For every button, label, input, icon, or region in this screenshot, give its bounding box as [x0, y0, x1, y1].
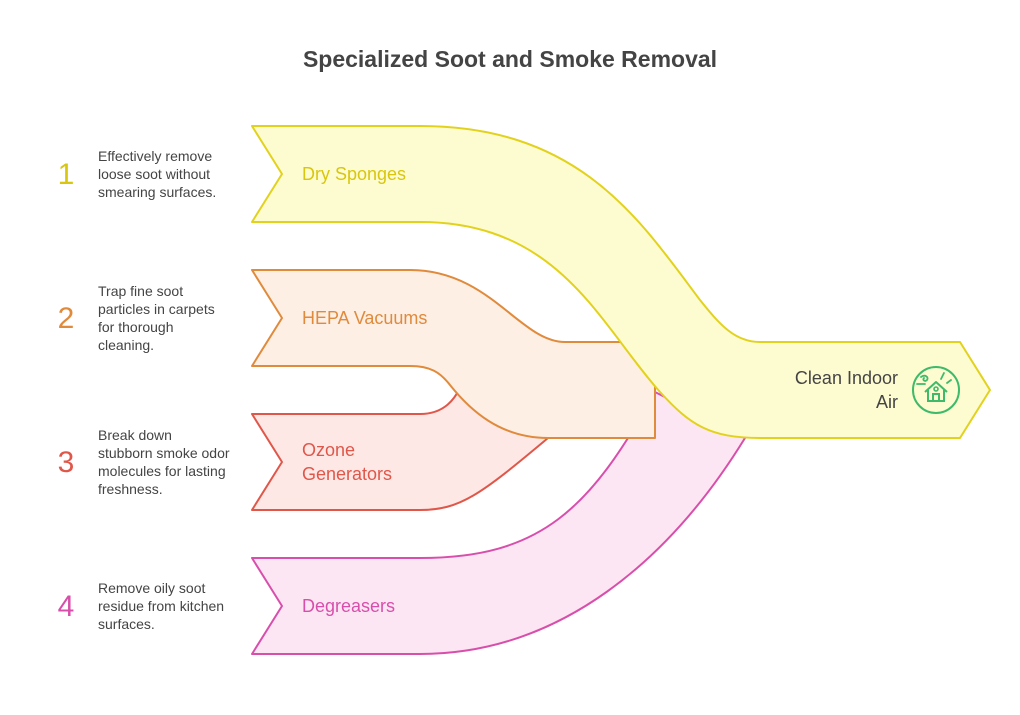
step-description-2: Trap fine soot particles in carpets for … — [98, 283, 215, 353]
flow-degreasers — [251, 391, 746, 655]
step-description-1: Effectively remove loose soot without sm… — [98, 148, 217, 200]
step-number-4: 4 — [57, 590, 75, 623]
step-number-3: 3 — [57, 446, 75, 479]
step-number-1: 1 — [57, 158, 75, 191]
flow-label-3: Ozone Generators — [302, 440, 393, 484]
step-description-4: Remove oily soot residue from kitchen su… — [98, 580, 225, 632]
flow-dry-sponges — [251, 125, 991, 439]
flow-label-2: HEPA Vacuums — [302, 308, 428, 328]
step-number-2: 2 — [57, 302, 75, 335]
flow-label-4: Degreasers — [302, 596, 396, 616]
house-clean-air-icon — [912, 366, 960, 414]
flow-hepa-vacuums — [251, 269, 656, 439]
step-description-3: Break down stubborn smoke odor molecules… — [98, 427, 230, 497]
target-label: Clean Indoor Air — [794, 368, 898, 412]
diagram-title: Specialized Soot and Smoke Removal — [302, 46, 718, 72]
flow-label-1: Dry Sponges — [302, 164, 407, 184]
